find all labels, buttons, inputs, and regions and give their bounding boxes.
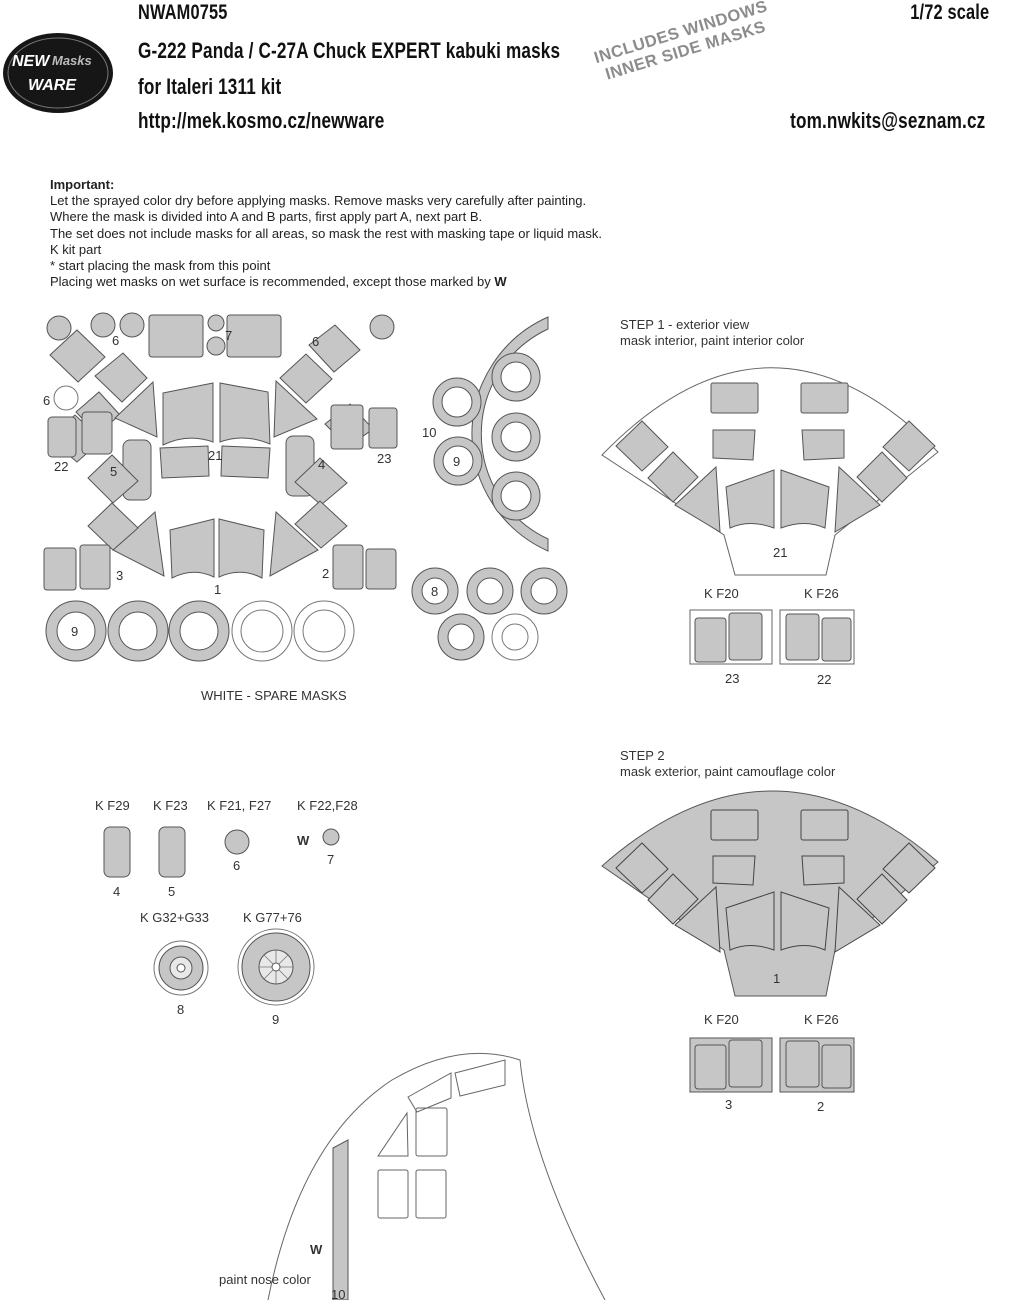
nose-label: paint nose color: [219, 1272, 311, 1287]
email-link[interactable]: tom.nwkits@seznam.cz: [789, 108, 985, 133]
step1-kit-right: K F26: [804, 586, 839, 601]
spare-masks-label: WHITE - SPARE MASKS: [201, 688, 347, 703]
sheet-number: 10: [422, 425, 436, 440]
sheet-number: 3: [116, 568, 123, 583]
note-line: Where the mask is divided into A and B p…: [50, 209, 483, 225]
nose-part-number: 10: [331, 1287, 345, 1300]
step1-desc: mask interior, paint interior color: [620, 333, 805, 348]
sheet-number: 9: [453, 454, 460, 469]
sheet-number: 6: [112, 333, 119, 348]
note-line: * start placing the mask from this point: [50, 258, 271, 274]
part-number: 6: [233, 858, 240, 873]
note-line: K kit part: [50, 241, 102, 257]
website-link[interactable]: http://mek.kosmo.cz/newware: [138, 108, 385, 133]
step1-canopy: [601, 367, 939, 576]
kit-part-label: K F21, F27: [207, 798, 271, 813]
step1-title: STEP 1 - exterior view: [620, 317, 750, 332]
step2-num-left: 3: [725, 1097, 732, 1112]
sheet-number: 2: [322, 566, 329, 581]
step1-num-right: 22: [817, 672, 831, 687]
product-title: G-222 Panda / C-27A Chuck EXPERT kabuki …: [138, 38, 561, 63]
nose-drawing: [267, 1052, 606, 1300]
wet-mark: W: [297, 833, 310, 848]
sheet-number: 6: [312, 334, 319, 349]
notes-heading: Important:: [50, 177, 115, 192]
step1-num-left: 23: [725, 671, 739, 686]
step2-part-number: 1: [773, 971, 780, 986]
step1-side-windows: [689, 609, 855, 665]
sheet-number: 4: [318, 457, 325, 472]
sheet-number: 5: [110, 464, 117, 479]
wet-mark: W: [310, 1242, 323, 1257]
step2-canopy: [601, 790, 939, 997]
sheet-number: 9: [71, 624, 78, 639]
step2-kit-left: K F20: [704, 1012, 739, 1027]
sheet-panels: [43, 314, 398, 591]
step2-side-windows: [689, 1037, 855, 1093]
placement-guide: K F29 K F23 K F21, F27 K F22,F28 W 4 5 6…: [95, 798, 358, 1027]
kit-name: for Italeri 1311 kit: [138, 74, 282, 99]
sheet-number: 7: [225, 328, 232, 343]
wet-symbol: W: [494, 274, 507, 290]
sheet-wheel-rings: [45, 600, 355, 662]
part-number: 5: [168, 884, 175, 899]
kit-part-label: K G32+G33: [140, 910, 209, 925]
note-line: The set does not include masks for all a…: [50, 225, 603, 241]
note-line-text: Placing wet masks on wet surface is reco…: [50, 274, 491, 290]
kit-part-label: K F23: [153, 798, 188, 813]
logo-masks: Masks: [52, 53, 92, 68]
sheet-number: 6: [43, 393, 50, 408]
kit-part-label: K F22,F28: [297, 798, 358, 813]
step1-part-number: 21: [773, 545, 787, 560]
sheet-number: 8: [431, 584, 438, 599]
logo: NEW Masks WARE: [2, 32, 114, 114]
part-number: 8: [177, 1002, 184, 1017]
note-line: Let the sprayed color dry before applyin…: [50, 193, 587, 209]
logo-bottom: WARE: [28, 77, 77, 94]
step1-kit-left: K F20: [704, 586, 739, 601]
sheet-number: 23: [377, 451, 391, 466]
kit-part-label: K F29: [95, 798, 130, 813]
sheet-small-circles: [46, 312, 395, 411]
sheet-number: 21: [208, 448, 222, 463]
part-number: 7: [327, 852, 334, 867]
product-code: NWAM0755: [138, 1, 228, 24]
kit-part-label: K G77+76: [243, 910, 302, 925]
step2-title: STEP 2: [620, 748, 665, 763]
sheet-numbers: 6 7 6 6 22 5 21 4 23 3 1 2 9 10 9 8: [43, 328, 460, 639]
sheet-nose-rings: [411, 316, 568, 661]
sheet-number: 1: [214, 582, 221, 597]
logo-top: NEW: [12, 53, 51, 70]
important-notes: Important: Let the sprayed color dry bef…: [50, 177, 602, 290]
scale: 1/72 scale: [910, 1, 989, 24]
note-line: Placing wet masks on wet surface is reco…: [50, 274, 602, 290]
part-number: 4: [113, 884, 120, 899]
part-number: 9: [272, 1012, 279, 1027]
sheet-number: 22: [54, 459, 68, 474]
step2-desc: mask exterior, paint camouflage color: [620, 764, 836, 779]
step2-num-right: 2: [817, 1099, 824, 1114]
step2-kit-right: K F26: [804, 1012, 839, 1027]
